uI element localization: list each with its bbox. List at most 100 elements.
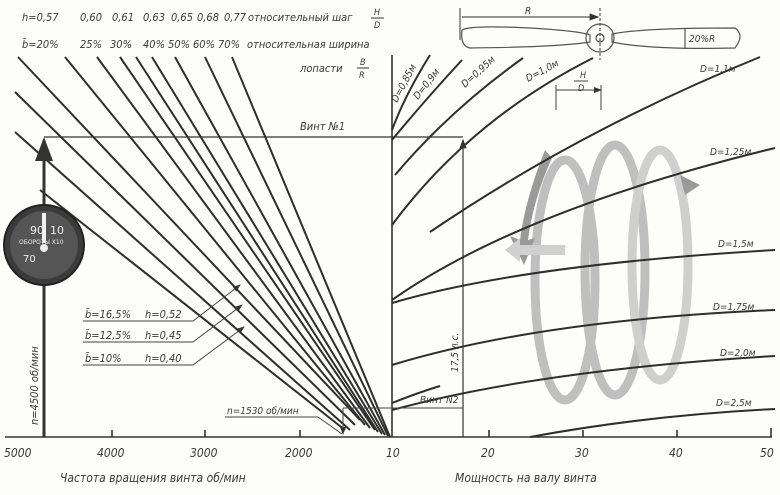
rpm-1530-label: n=1530 об/мин <box>227 405 299 417</box>
curve-d-20 <box>391 355 776 411</box>
rpm-fan-lines <box>14 56 391 438</box>
width-40: 40% <box>143 38 165 51</box>
extra-b-10: b̄=10% <box>85 352 122 365</box>
extra-line-texts: b̄=16,5% h=0,52 b̄=12,5% h=0,45 b̄=10% h… <box>85 308 182 365</box>
tick-40: 40 <box>669 446 683 460</box>
pitch-057: h=0,57 <box>22 11 59 24</box>
rpm-fan-line <box>96 56 371 429</box>
rpm-fan-line <box>17 56 361 421</box>
tach-text: ОБОРОТЫ Х10 <box>19 239 64 246</box>
rpm-4500-label: n=4500 об/мин <box>28 346 41 425</box>
rpm-fan-line <box>135 56 379 433</box>
tick-20: 20 <box>481 446 495 460</box>
propeller-width-label: 20%R <box>689 34 715 45</box>
pitch-061: 0,61 <box>112 11 134 24</box>
right-axis-title: Мощность на валу винта <box>455 471 597 485</box>
tach-70: 70 <box>23 254 36 265</box>
power-175-label: 17,5 л.с. <box>450 333 461 372</box>
width-row: b̄=20% 25% 30% 40% 50% 60% 70% относител… <box>22 38 370 81</box>
tachometer-image: 90 10 70 ОБОРОТЫ Х10 <box>3 204 85 286</box>
pitch-row: h=0,57 0,60 0,61 0,63 0,65 0,68 0,77 отн… <box>22 8 384 31</box>
width-70: 70% <box>218 38 240 51</box>
pitch-label: относительный шаг <box>248 11 353 24</box>
curve-d-175 <box>391 309 776 366</box>
width-fraction-num: B <box>360 58 366 68</box>
width-50: 50% <box>168 38 190 51</box>
extra-h-052: h=0,52 <box>145 308 182 321</box>
extra-h-040: h=0,40 <box>145 352 182 365</box>
label-d-125: D=1,25м <box>710 147 751 158</box>
tach-10: 10 <box>50 224 64 237</box>
width-30: 30% <box>110 38 132 51</box>
rpm-fan-line <box>39 189 346 431</box>
helix-pitch-den: D <box>578 84 584 94</box>
pitch-fraction-num: H <box>374 8 380 18</box>
tick-3000: 3000 <box>190 446 218 460</box>
rpm-fan-line <box>151 56 383 435</box>
extra-line-labels <box>83 284 245 366</box>
curve-d-125 <box>391 147 776 301</box>
tick-4000: 4000 <box>97 446 125 460</box>
pitch-063: 0,63 <box>143 11 165 24</box>
curve-d-09 <box>391 59 463 141</box>
pitch-fraction-den: D <box>374 21 380 31</box>
propeller-dimension-h-d: H D <box>555 71 602 110</box>
extra-h-045: h=0,45 <box>145 329 182 342</box>
label-d-25: D=2,5м <box>716 398 752 409</box>
label-d-10: D=1,0м <box>524 58 561 85</box>
rpm-fan-line <box>64 56 366 426</box>
vint2-label: Винт N2 <box>420 395 459 406</box>
vint1-label: Винт №1 <box>300 120 345 133</box>
rpm-fan-line <box>231 56 391 438</box>
tick-10: 10 <box>386 446 400 460</box>
width-label: относительная ширина <box>247 38 370 51</box>
pitch-060: 0,60 <box>80 11 102 24</box>
rpm-fan-line <box>119 56 376 431</box>
tach-90: 90 <box>30 224 44 237</box>
width-60: 60% <box>193 38 215 51</box>
width-label2: лопасти <box>299 62 343 75</box>
helix-illustration <box>530 140 693 405</box>
left-axis-ticks: 5000 4000 3000 2000 10 <box>4 446 400 460</box>
width-20: b̄=20% <box>22 38 59 51</box>
propeller-drawing <box>459 8 741 60</box>
propeller-radius-label: R <box>525 6 531 17</box>
label-d-15: D=1,5м <box>718 239 754 250</box>
helix-pitch-num: H <box>580 71 586 81</box>
label-d-11: D=1,1м <box>700 64 736 75</box>
width-25: 25% <box>80 38 102 51</box>
tick-50: 50 <box>760 446 774 460</box>
label-d-20: D=2,0м <box>720 348 756 359</box>
right-axis-ticks: 20 30 40 50 <box>481 446 774 460</box>
pitch-068: 0,68 <box>197 11 219 24</box>
rpm-fan-line <box>14 91 356 426</box>
curve-vint2 <box>391 385 441 404</box>
curve-d-25 <box>529 408 776 438</box>
helix-arrows <box>505 150 700 265</box>
curve-d-10 <box>391 57 594 226</box>
rpm-fan-line <box>204 56 389 437</box>
diameter-curves <box>391 54 776 438</box>
vint1-construction <box>35 136 467 437</box>
pitch-065: 0,65 <box>171 11 193 24</box>
diameter-labels: D=0,85м D=0,9м D=0,95м D=1,0м D=1,1м D=1… <box>390 54 756 409</box>
label-d-175: D=1,75м <box>713 302 754 313</box>
vint2-construction <box>225 407 463 435</box>
tick-30: 30 <box>575 446 589 460</box>
curve-d-085 <box>391 54 431 131</box>
curve-d-095 <box>394 57 524 176</box>
curve-d-11 <box>429 56 761 233</box>
left-axis-title: Частота вращения винта об/мин <box>60 471 246 485</box>
rpm-fan-line <box>14 131 351 431</box>
width-fraction-den: R <box>359 71 365 81</box>
extra-b-125: b̄=12,5% <box>85 329 131 342</box>
tick-5000: 5000 <box>4 446 32 460</box>
label-d-095: D=0,95м <box>460 54 498 90</box>
curve-d-15 <box>391 249 776 304</box>
axes <box>5 55 772 438</box>
rpm-fan-line <box>174 56 386 436</box>
tick-2000: 2000 <box>285 446 313 460</box>
pitch-077: 0,77 <box>224 11 247 24</box>
